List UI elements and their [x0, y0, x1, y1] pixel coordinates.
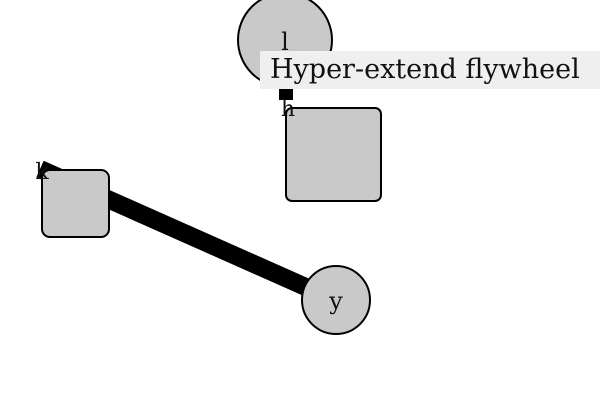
node-h-label: h [281, 97, 295, 122]
node-h-shape[interactable] [285, 107, 382, 202]
node-k[interactable]: k [35, 160, 110, 238]
node-y-label: y [328, 287, 343, 315]
node-y[interactable]: y [301, 265, 371, 335]
node-l-label: l [281, 28, 289, 56]
node-y-shape[interactable] [301, 265, 371, 335]
node-tooltip: Hyper-extend flywheel [260, 51, 600, 89]
node-h[interactable]: h [281, 97, 382, 202]
node-k-label: k [35, 160, 49, 185]
node-k-shape[interactable] [41, 169, 110, 238]
